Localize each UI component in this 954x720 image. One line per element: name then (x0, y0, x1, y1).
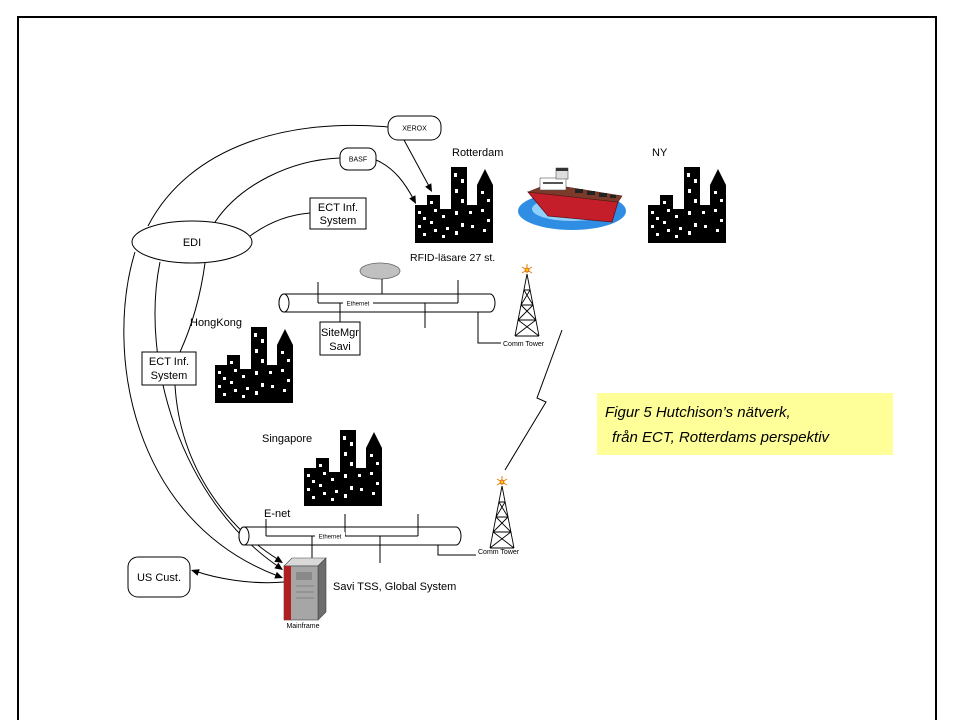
ect-rotterdam-to-edi-connector (249, 212, 311, 237)
mainframe-to-us-cust-connector (194, 570, 285, 584)
ethernet-rotterdam-label: Ethernet (347, 302, 370, 308)
us-cust-label: US Cust. (137, 572, 181, 584)
singapore-ethernet-bus: Ethernet (238, 514, 476, 563)
arrowhead (425, 183, 432, 192)
caption-line2: från ECT, Rotterdams perspektiv (612, 429, 831, 446)
rfid-reader-icon (359, 262, 401, 280)
slide-frame (17, 16, 937, 720)
ny-city-icon (648, 167, 726, 243)
rotterdam-city-icon (415, 167, 493, 243)
container-ship-icon (518, 167, 626, 230)
mainframe-stripe (284, 566, 291, 620)
singapore-label: Singapore (262, 433, 312, 445)
ect-rotterdam-system-box: ECT Inf. System (309, 197, 367, 230)
caption-background (597, 393, 893, 455)
ect-hongkong-label-line2: System (151, 370, 188, 382)
ect-hongkong-label-line1: ECT Inf. (149, 356, 189, 368)
arrowhead (274, 562, 283, 570)
rotterdam-ethernet-bus: Ethernet (278, 279, 501, 344)
xerox-to-rotterdam-arrow (403, 139, 431, 189)
arrowhead (274, 571, 283, 579)
lightning-link-icon (504, 329, 563, 471)
basf-to-rotterdam-arrow (375, 159, 415, 201)
singapore-city-icon (304, 430, 382, 506)
us-cust-box: US Cust. (127, 556, 191, 598)
hongkong-city-icon (215, 327, 293, 403)
ect-hongkong-to-mainframe-connector (174, 384, 280, 561)
sitemgr-box: SiteMgr Savi (319, 321, 361, 356)
edi-to-ect-hongkong-connector (179, 262, 206, 353)
basf-to-edi-connector (214, 157, 341, 223)
xerox-label: XEROX (402, 126, 427, 133)
ect-rotterdam-label-line2: System (320, 215, 357, 227)
arrowhead (274, 555, 283, 563)
ect-rotterdam-label-line1: ECT Inf. (318, 202, 358, 214)
edi-to-mainframe-connector-inner (154, 261, 280, 568)
edi-label: EDI (183, 237, 201, 249)
xerox-node: XEROX (387, 115, 442, 141)
basf-label: BASF (349, 157, 367, 164)
savi-tss-label: Savi TSS, Global System (333, 581, 456, 593)
rotterdam-label: Rotterdam (452, 147, 503, 159)
basf-node: BASF (339, 147, 377, 171)
comm-tower-singapore-label: Comm Tower (478, 549, 520, 556)
caption-line1: Figur 5 Hutchison’s nätverk, (605, 404, 791, 421)
arrowhead (191, 569, 200, 576)
rfid-readers-label: RFID-läsare 27 st. (410, 252, 495, 264)
arrowhead (409, 195, 416, 204)
ny-label: NY (652, 147, 668, 159)
mainframe-label: Mainframe (286, 623, 319, 630)
sitemgr-label-line2: Savi (329, 341, 350, 353)
comm-tower-rotterdam-label: Comm Tower (503, 341, 545, 348)
xerox-to-edi-connector (147, 124, 389, 227)
edi-ellipse: EDI (131, 220, 253, 264)
mainframe-icon (283, 557, 327, 621)
edi-to-mainframe-connector-outer (123, 251, 279, 577)
comm-tower-icon (489, 475, 515, 549)
figure-caption: Figur 5 Hutchison’s nätverk, från ECT, R… (597, 393, 893, 455)
ect-hongkong-system-box: ECT Inf. System (141, 351, 197, 386)
hongkong-label: HongKong (190, 317, 242, 329)
enet-label: E-net (264, 508, 290, 520)
sitemgr-label-line1: SiteMgr (321, 327, 359, 339)
ethernet-singapore-label: Ethernet (319, 535, 342, 541)
comm-tower-icon (514, 263, 540, 337)
